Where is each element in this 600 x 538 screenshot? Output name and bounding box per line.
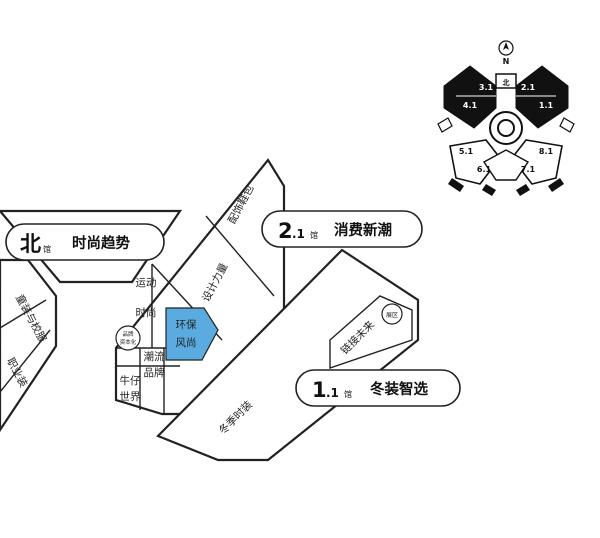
north-hall-lower-block — [0, 258, 58, 432]
zone-eco-label-1[interactable]: 环保 — [176, 318, 197, 331]
mini-pod-7-1: 7.1 — [521, 165, 536, 174]
zone-trend-label-1[interactable]: 潮流 — [144, 350, 165, 363]
hall-1-1-number: 1 — [312, 378, 327, 402]
mini-pod-2-1: 2.1 — [521, 83, 536, 92]
north-hall-title: 时尚趋势 — [72, 234, 130, 252]
mini-pod-6-1: 6.1 — [477, 165, 492, 174]
hall-2-1-title: 消费新潮 — [334, 221, 392, 239]
circle-zone-label-2: 资本化 — [120, 338, 137, 346]
north-hall-pill[interactable]: 北 馆 时尚趋势 — [5, 223, 165, 261]
zone-eco-label-2[interactable]: 风尚 — [176, 336, 197, 349]
zone-sports-label-1[interactable]: 运动 — [136, 277, 157, 289]
compass-north-label: N — [503, 57, 510, 66]
hall-1-1-sub: .1 — [326, 386, 339, 400]
mini-pod-upper-right — [515, 65, 569, 129]
mini-pod-3-1: 3.1 — [479, 83, 494, 92]
mini-pod-4-1: 4.1 — [463, 101, 478, 110]
hall-2-1-sub: .1 — [292, 227, 305, 241]
circle-zone-small[interactable] — [115, 325, 141, 351]
mini-map: N 北 3.1 2.1 4.1 1.1 5.1 8.1 6.1 7.1 — [437, 40, 575, 196]
zone-sports-label-2[interactable]: 时尚 — [136, 306, 157, 319]
hall-1-1-pill[interactable]: 1 .1 馆 冬装智选 — [295, 369, 461, 407]
zone-trend-label-2[interactable]: 品牌 — [144, 366, 165, 379]
hall-1-1: 链接未来 展区 冬季时装 — [156, 248, 420, 462]
compass-arrow-icon — [503, 42, 509, 50]
hall-2-1-unit: 馆 — [310, 230, 318, 240]
hall-2-1-pill[interactable]: 2 .1 馆 消费新潮 — [261, 210, 423, 248]
zone-denim-label-1[interactable]: 牛仔 — [120, 374, 141, 387]
circle-zone-label-1: 品牌 — [122, 330, 134, 338]
mini-pod-upper-left — [443, 65, 497, 129]
compass: N — [498, 40, 514, 66]
zone-eco-fashion[interactable] — [165, 307, 219, 361]
hall-1-1-unit: 馆 — [344, 389, 352, 399]
hall-1-1-title: 冬装智选 — [370, 380, 428, 398]
link-future-badge — [381, 303, 403, 325]
mini-pod-8-1: 8.1 — [539, 147, 554, 156]
mini-top-label: 北 — [503, 78, 510, 87]
link-future-badge-label: 展区 — [386, 312, 398, 319]
north-hall-unit: 馆 — [43, 244, 51, 254]
zone-denim-label-2[interactable]: 世界 — [120, 391, 141, 403]
mini-pod-1-1: 1.1 — [539, 101, 554, 110]
hall-2-1-number: 2 — [278, 219, 293, 243]
north-hall-number: 北 — [20, 232, 41, 256]
hall-1-1-outline — [156, 248, 420, 462]
mini-pod-5-1: 5.1 — [459, 147, 474, 156]
